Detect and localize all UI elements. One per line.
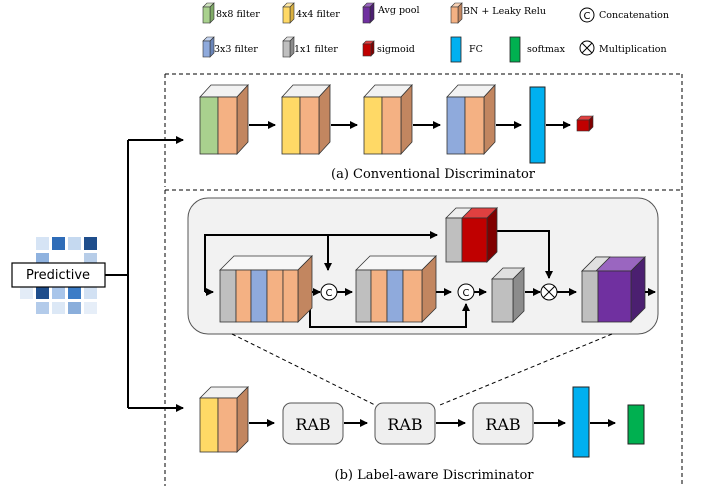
rab-label-3: RAB	[485, 415, 520, 434]
legend-bn-label: BN + Leaky Relu	[463, 6, 546, 17]
rab-block-1: RAB	[282, 402, 344, 445]
legend-fc: FC	[450, 36, 483, 63]
legend-sigmoid: sigmoid	[362, 40, 415, 57]
legend-fc-label: FC	[469, 44, 483, 55]
predictive-input-box: Predictive	[11, 262, 106, 288]
rab-1x1-block	[491, 267, 525, 323]
concat-icon: C	[584, 11, 591, 22]
rab-block-2: RAB	[374, 402, 436, 445]
legend-4x4-filter: 4x4 filter	[282, 2, 340, 24]
rab-attention-block	[445, 207, 498, 263]
rab-output-block	[581, 256, 646, 323]
legend-softmax-label: softmax	[527, 44, 566, 55]
conv-fc-layer	[529, 86, 546, 164]
predictive-label: Predictive	[26, 268, 90, 283]
legend-mult-label: Multiplication	[599, 44, 667, 55]
multiply-icon	[542, 285, 556, 299]
concat-node-1: C	[320, 283, 338, 301]
conv-block-3	[363, 83, 413, 156]
legend-concatenation: C Concatenation	[579, 7, 669, 23]
legend: 8x8 filter 4x4 filter Avg pool BN + Leak…	[202, 2, 669, 63]
la-fc-layer	[572, 386, 590, 458]
legend-softmax: softmax	[509, 36, 566, 63]
legend-8x8-filter: 8x8 filter	[202, 2, 260, 24]
legend-1x1-label: 1x1 filter	[294, 44, 338, 55]
legend-bn-leaky-relu: BN + Leaky Relu	[450, 2, 546, 24]
zoom-lines	[231, 333, 613, 406]
concat-icon: C	[326, 288, 333, 299]
multiply-icon	[581, 42, 593, 54]
rab-label-1: RAB	[295, 415, 330, 434]
multiply-node	[540, 283, 558, 301]
label-aware-pipeline: RAB RAB RAB	[199, 386, 645, 458]
rab-block-3: RAB	[472, 402, 534, 445]
conv-block-4	[446, 83, 496, 156]
legend-4x4-label: 4x4 filter	[296, 9, 340, 20]
caption-label-aware: (b) Label-aware Discriminator	[335, 468, 535, 483]
legend-avgpool-label: Avg pool	[377, 5, 420, 16]
input-branch-arrows	[105, 136, 184, 412]
conventional-discriminator: (a) Conventional Discriminator	[199, 83, 594, 182]
la-softmax-layer	[627, 404, 645, 445]
concat-icon: C	[463, 288, 470, 299]
la-input-block	[199, 386, 249, 453]
conv-sigmoid-output	[576, 115, 594, 132]
rab-label-2: RAB	[387, 415, 422, 434]
conv-block-2	[281, 83, 331, 156]
rab-detail-panel: C C	[187, 197, 659, 335]
rab-stack-1	[219, 255, 313, 323]
legend-avg-pool: Avg pool	[362, 2, 420, 24]
legend-8x8-label: 8x8 filter	[216, 9, 260, 20]
caption-conventional: (a) Conventional Discriminator	[331, 167, 536, 182]
legend-concat-label: Concatenation	[599, 10, 669, 21]
legend-multiplication: Multiplication	[579, 40, 667, 56]
section-frames	[164, 73, 683, 486]
legend-3x3-label: 3x3 filter	[214, 44, 258, 55]
rab-stack-2	[355, 255, 437, 323]
legend-1x1-filter: 1x1 filter	[282, 36, 338, 58]
legend-sigmoid-label: sigmoid	[377, 44, 415, 55]
legend-3x3-filter: 3x3 filter	[202, 36, 258, 58]
predictive-heatmap	[20, 237, 97, 314]
concat-node-2: C	[457, 283, 475, 301]
conv-block-1	[199, 83, 249, 156]
